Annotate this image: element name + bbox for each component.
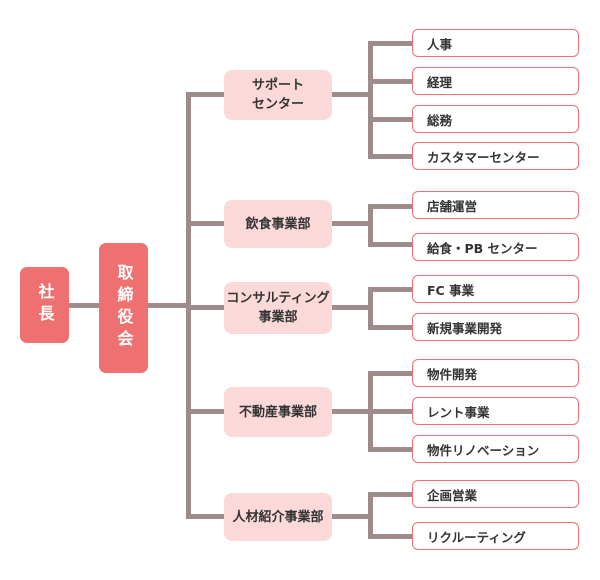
section-fc-business: FC 事業 [412,275,579,303]
section-property-development: 物件開発 [412,359,579,387]
dept-support-center: サポート センター [224,70,332,120]
dept-food-service: 飲食事業部 [224,200,332,248]
board-box: 取締役会 [99,243,148,373]
dept-label: 不動産事業部 [238,404,317,420]
section-new-business: 新規事業開発 [412,313,579,341]
dept-label: コンサルティング 事業部 [226,291,330,325]
section-store-operations: 店舗運営 [412,191,579,219]
section-recruiting: リクルーティング [412,522,579,550]
board-label: 取締役会 [114,264,134,352]
dept-label: サポート センター [251,78,304,112]
president-box: 社長 [20,267,69,343]
section-catering-pb-center: 給食・PB センター [412,233,579,261]
section-hr: 人事 [412,29,579,57]
section-planning-sales: 企画営業 [412,480,579,508]
dept-staffing: 人材紹介事業部 [224,493,332,541]
dept-consulting: コンサルティング 事業部 [224,282,332,334]
section-rental-business: レント事業 [412,397,579,425]
section-customer-center: カスタマーセンター [412,142,579,170]
section-general-affairs: 総務 [412,105,579,133]
dept-label: 飲食事業部 [245,216,311,232]
dept-real-estate: 不動産事業部 [224,387,332,437]
section-accounting: 経理 [412,67,579,95]
dept-label: 人材紹介事業部 [232,509,324,525]
section-property-renovation: 物件リノベーション [412,435,579,463]
president-label: 社長 [35,283,55,327]
